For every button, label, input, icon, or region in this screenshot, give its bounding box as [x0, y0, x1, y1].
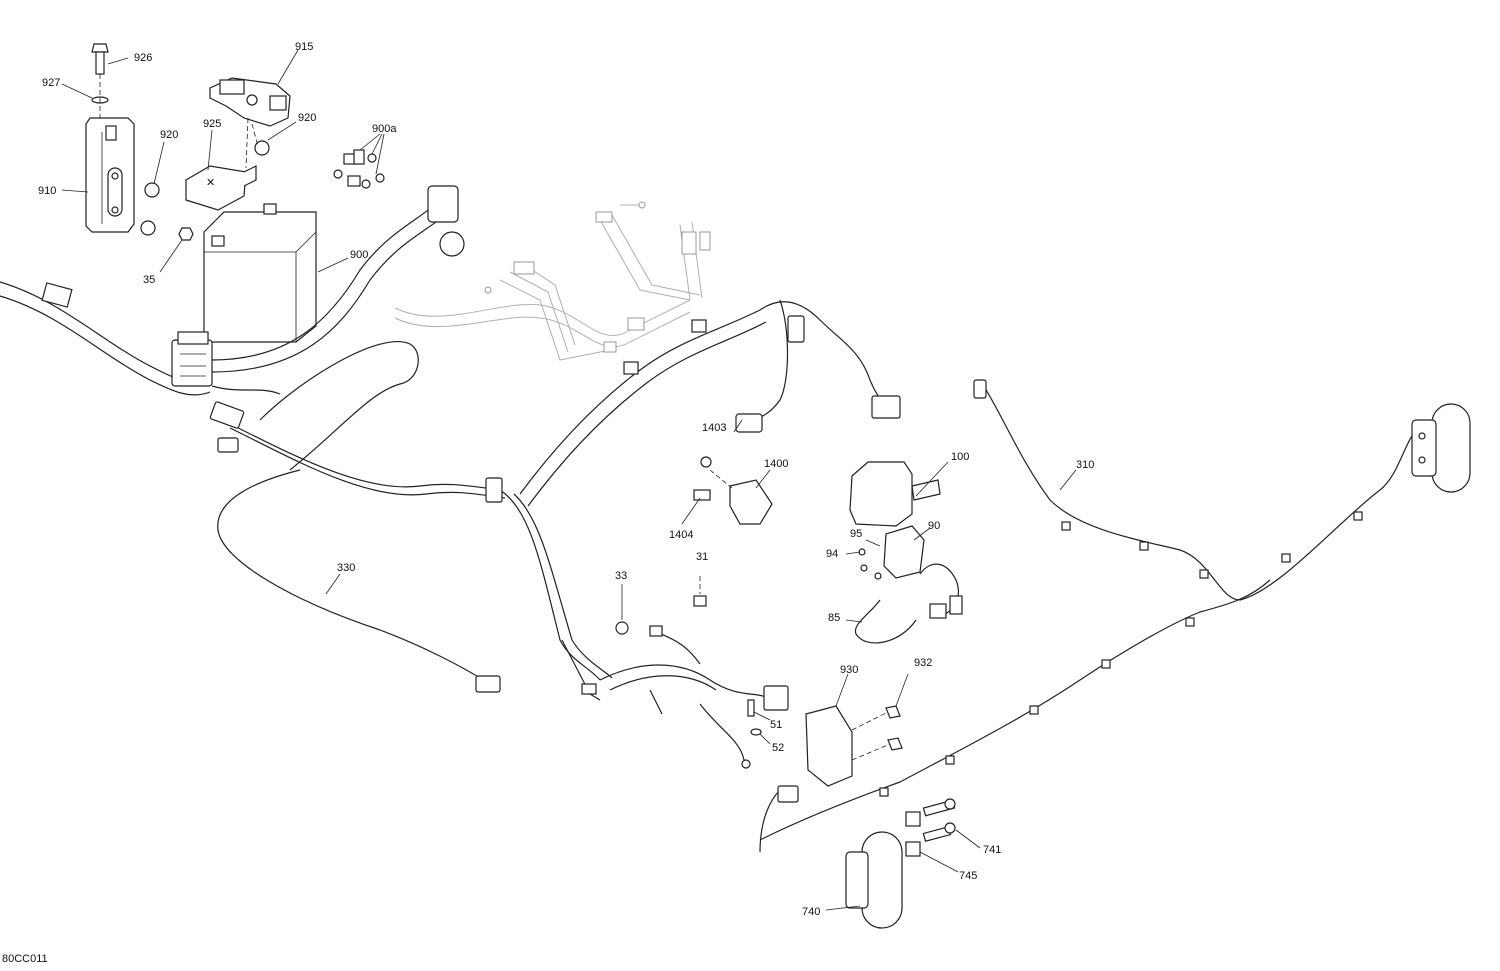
- callout-745: 745: [959, 870, 977, 882]
- battery-900: [203, 203, 317, 343]
- connector-1403-area: [735, 413, 763, 433]
- leader-lines: [61, 49, 1077, 911]
- pad-925: ✕: [185, 165, 257, 211]
- connector-330: [475, 675, 501, 693]
- callout-31: 31: [696, 551, 708, 563]
- callout-932: 932: [914, 657, 932, 669]
- callout-927: 927: [42, 77, 60, 89]
- bolt-926: [91, 43, 109, 75]
- callout-915: 915: [295, 41, 313, 53]
- callout-90: 90: [928, 520, 940, 532]
- screw-51: [747, 699, 755, 717]
- callout-900: 900: [350, 249, 368, 261]
- lower-harness: [561, 625, 789, 769]
- frame-bracket: [394, 201, 711, 361]
- callout-52: 52: [772, 742, 784, 754]
- callout-910: 910: [38, 185, 56, 197]
- callout-94: 94: [826, 548, 838, 560]
- nut-35: [178, 227, 194, 241]
- cover-915: [209, 77, 291, 127]
- washer-52: [750, 728, 762, 736]
- harness-310: [759, 379, 1421, 853]
- callout-33: 33: [615, 570, 627, 582]
- bolt-31: [693, 576, 707, 607]
- reflector-right: [1411, 403, 1471, 493]
- callout-1404: 1404: [669, 529, 693, 541]
- callout-920-top: 920: [298, 112, 316, 124]
- callout-925: 925: [203, 118, 221, 130]
- callout-920-left: 920: [160, 129, 178, 141]
- hardware-900a: [333, 149, 385, 189]
- callout-35: 35: [143, 274, 155, 286]
- callout-741: 741: [983, 844, 1001, 856]
- grommet-33: [615, 621, 629, 635]
- callout-95: 95: [850, 528, 862, 540]
- callout-100: 100: [951, 451, 969, 463]
- callout-labels: 926 927 915 920 920 925 900a 910 35 900 …: [2, 41, 1094, 965]
- callout-330: 330: [337, 562, 355, 574]
- diagram-code: 80CC011: [2, 953, 48, 965]
- grommet-920-c: [254, 140, 270, 156]
- sensor-1400: [693, 456, 773, 525]
- module-100: [849, 461, 941, 527]
- module-930: [805, 705, 903, 787]
- main-harness: [0, 185, 901, 693]
- callout-85: 85: [828, 612, 840, 624]
- relay-90: [854, 525, 963, 644]
- callout-740: 740: [802, 906, 820, 918]
- reflector-740: [845, 831, 903, 929]
- bracket-910: [85, 117, 135, 233]
- hardware-741-745: [905, 798, 956, 857]
- callout-1403: 1403: [702, 422, 726, 434]
- grommet-920-a: [144, 182, 160, 198]
- callout-926: 926: [134, 52, 152, 64]
- svg-text:✕: ✕: [206, 177, 215, 189]
- callout-1400: 1400: [764, 458, 788, 470]
- callout-930: 930: [840, 664, 858, 676]
- grommet-920-b: [140, 220, 156, 236]
- callout-51: 51: [770, 719, 782, 731]
- callout-310: 310: [1076, 459, 1094, 471]
- callout-900a: 900a: [372, 123, 397, 135]
